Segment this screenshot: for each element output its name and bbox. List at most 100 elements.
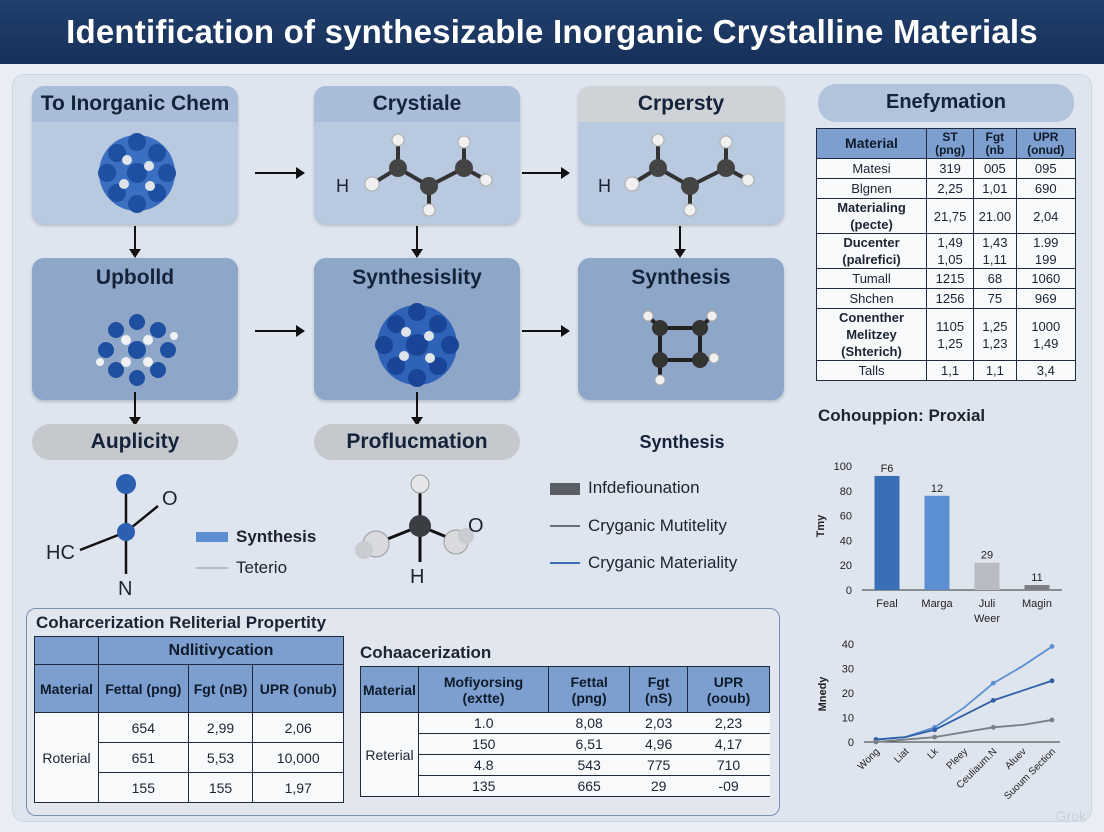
y-axis-label: Tmy bbox=[815, 514, 827, 538]
table-cell: 29 bbox=[629, 775, 688, 797]
table-cell: 095 bbox=[1015, 158, 1077, 179]
table-cell: 21.00 bbox=[973, 198, 1017, 234]
flow-arrow bbox=[255, 167, 305, 179]
table-cell: 68 bbox=[973, 268, 1017, 289]
bar bbox=[974, 562, 1000, 590]
table-cell: 690 bbox=[1015, 178, 1077, 199]
legend-label: Teterio bbox=[236, 558, 288, 577]
atom-label: O bbox=[162, 488, 178, 510]
y-tick-label: 20 bbox=[840, 560, 852, 572]
node-label: Upbolld bbox=[95, 266, 175, 289]
table-cell: 1,97 bbox=[252, 772, 344, 803]
table-cell: 10,000 bbox=[252, 742, 344, 773]
node-label: Synthesis bbox=[631, 266, 731, 289]
table-cell: 3,4 bbox=[1015, 360, 1077, 381]
table-header-cell: Fgt (nb bbox=[973, 128, 1017, 159]
table-cell: 1215 bbox=[925, 268, 975, 289]
flow-arrow bbox=[674, 226, 686, 258]
atom-label: N bbox=[118, 578, 133, 600]
legend-swatch bbox=[550, 483, 580, 495]
table-cell: 4.8 bbox=[418, 754, 549, 776]
x-tick-label: Juli bbox=[979, 598, 996, 610]
table-cell: 2,06 bbox=[252, 712, 344, 743]
table-cell: 2,23 bbox=[687, 712, 770, 734]
watermark: Grok bbox=[1055, 808, 1086, 824]
table-cell: 8,08 bbox=[548, 712, 630, 734]
table-cell: Matesi bbox=[816, 158, 927, 179]
table-cell: 1.99 199 bbox=[1015, 233, 1077, 269]
molecule-icon bbox=[624, 133, 755, 217]
y-tick-label: 100 bbox=[834, 461, 852, 473]
bar-data-label: 12 bbox=[931, 483, 943, 495]
y-axis-label: Mnedy bbox=[817, 676, 829, 712]
table-cell: 710 bbox=[687, 754, 770, 776]
table-header-cell: UPR (onub) bbox=[252, 664, 344, 713]
x-tick-label: Wong bbox=[856, 746, 882, 772]
bar-data-label: 11 bbox=[1031, 572, 1042, 584]
legend-label: Synthesis bbox=[236, 527, 317, 546]
node-upbolld: Upbolld bbox=[32, 258, 238, 400]
table-cell: 1,25 1,23 bbox=[973, 308, 1017, 361]
table-cell: 969 bbox=[1015, 288, 1077, 309]
flow-arrow bbox=[522, 325, 570, 337]
table-header-cell: Fgt (nB) bbox=[187, 664, 254, 713]
data-point bbox=[990, 724, 996, 730]
atom-label: HC bbox=[46, 542, 75, 564]
data-point bbox=[990, 697, 996, 703]
legend-swatch bbox=[550, 525, 580, 527]
table-cell: 1,49 1,05 bbox=[925, 233, 975, 269]
table-cell: 155 bbox=[97, 772, 189, 803]
flow-arrow bbox=[411, 392, 423, 426]
node-proflucmation: Proflucmation bbox=[314, 424, 520, 460]
bar-chart: 020406080100TmyF6Feal12Marga29Juli11Magi… bbox=[815, 461, 1062, 625]
flow-arrow bbox=[255, 325, 305, 337]
table-cell: 775 bbox=[629, 754, 688, 776]
data-point bbox=[932, 734, 938, 740]
table-cell: 005 bbox=[973, 158, 1017, 179]
bar-chart-title: Cohouppion: Proxial bbox=[818, 406, 986, 425]
node-label: Crpersty bbox=[637, 92, 725, 115]
table-cell: 665 bbox=[548, 775, 630, 797]
bar-data-label: 29 bbox=[981, 550, 993, 562]
molecule-icon bbox=[355, 474, 474, 562]
info-panel-title: Enefymation bbox=[818, 84, 1074, 122]
atom-label: O bbox=[468, 515, 484, 537]
bar bbox=[1024, 585, 1050, 590]
data-point bbox=[932, 727, 938, 733]
table-cell: Materialing (pecte) bbox=[816, 198, 927, 234]
table-cell: 654 bbox=[97, 712, 189, 743]
data-point bbox=[873, 739, 879, 745]
y-tick-label: 60 bbox=[840, 511, 852, 523]
table-header-cell: Material bbox=[34, 664, 99, 713]
flow-arrow bbox=[411, 226, 423, 258]
table-cell: 75 bbox=[973, 288, 1017, 309]
x-tick-label: Feal bbox=[876, 598, 897, 610]
table-cell: Ducenter (palrefici) bbox=[816, 233, 927, 269]
table-cell: 6,51 bbox=[548, 733, 630, 755]
bar bbox=[874, 475, 900, 590]
table-cell: 1060 bbox=[1015, 268, 1077, 289]
table-cell: 2,04 bbox=[1015, 198, 1077, 234]
table-header-cell: ST (png) bbox=[925, 128, 975, 159]
table-cell: 319 bbox=[925, 158, 975, 179]
table-cell: -09 bbox=[687, 775, 770, 797]
table-cell: 155 bbox=[187, 772, 254, 803]
atom-label: H bbox=[598, 176, 611, 196]
cluster-molecule-icon bbox=[96, 314, 178, 386]
node-crpersty: Crpersty H bbox=[578, 86, 784, 224]
legend-label: Infdefiounation bbox=[588, 478, 700, 497]
series-line bbox=[875, 679, 1053, 741]
table-cell: 2,25 bbox=[925, 178, 975, 199]
node-auplicity: Auplicity bbox=[32, 424, 238, 460]
table-cell: 5,53 bbox=[187, 742, 254, 773]
table-header-cell: UPR (onud) bbox=[1015, 128, 1077, 159]
table-header-cell: Fgt (nS) bbox=[629, 666, 689, 713]
